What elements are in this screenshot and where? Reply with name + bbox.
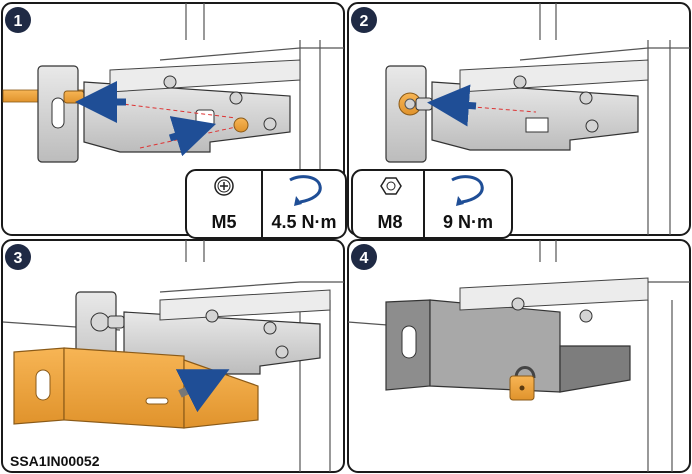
- step-badge: [5, 7, 31, 33]
- document-code: SSA1IN00052: [10, 453, 100, 469]
- hex-nut-icon: [380, 177, 402, 195]
- torque-rotate-icon: [289, 175, 322, 206]
- torque-rotate-icon: [451, 175, 484, 206]
- insert-arrow-icon: [427, 84, 477, 127]
- step-badge: [351, 244, 377, 270]
- spec-callout-m5: M5 4.5 N·m: [185, 169, 347, 239]
- padlock-icon: [509, 366, 536, 401]
- step-number: 1: [14, 13, 23, 30]
- spec-callout-m8: M8 9 N·m: [351, 169, 513, 239]
- torque-value: 9 N·m: [443, 212, 493, 232]
- torque-value: 4.5 N·m: [271, 212, 336, 232]
- screw-head-icon: [214, 176, 234, 196]
- step-badge: [351, 7, 377, 33]
- panel-step-4: 4: [347, 239, 691, 473]
- slide-arrow-icon: [175, 369, 230, 413]
- fasten-arrow-icon: [168, 116, 217, 157]
- step-badge: [5, 244, 31, 270]
- panel-step-1: 1: [1, 2, 345, 236]
- bolt-size: M8: [377, 212, 402, 232]
- step-number: 4: [360, 250, 369, 267]
- step-number: 2: [360, 13, 369, 30]
- panel-step-2: 2: [347, 2, 691, 236]
- bolt-size: M5: [211, 212, 236, 232]
- panel-step-3: 3 SSA1IN00052: [1, 239, 345, 473]
- step-number: 3: [14, 250, 23, 267]
